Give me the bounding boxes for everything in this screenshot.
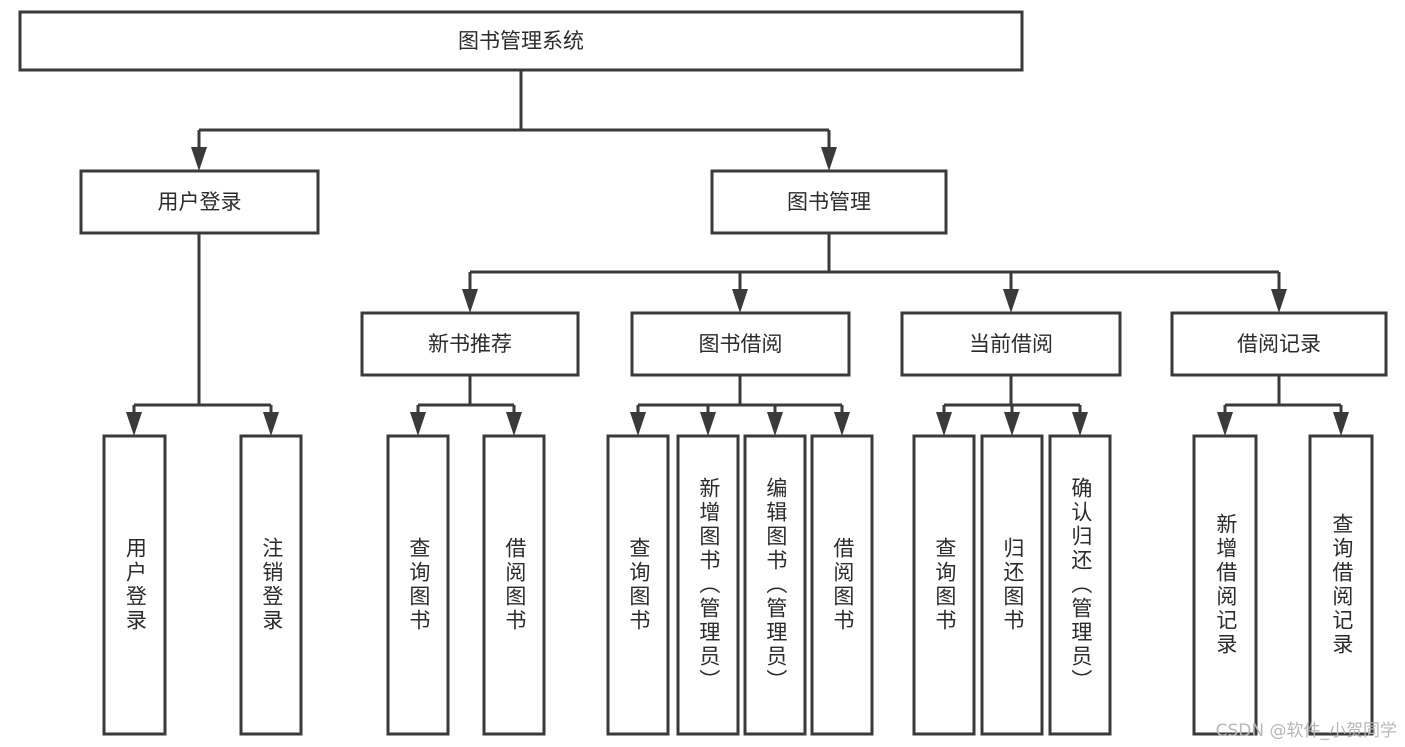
connector-root-to-level2: [191, 70, 837, 171]
node-book-borrow-label: 图书借阅: [699, 332, 783, 356]
leaf-box-borrow-book-1[interactable]: [482, 434, 546, 736]
leaf-box-confirm-return[interactable]: [1048, 434, 1112, 736]
node-user-login[interactable]: 用户登录: [79, 169, 320, 235]
node-new-book-recommend-label: 新书推荐: [428, 332, 512, 356]
leaf-box-add-record[interactable]: [1192, 434, 1258, 736]
node-user-login-label: 用户登录: [158, 190, 242, 214]
node-new-book-recommend[interactable]: 新书推荐: [360, 311, 580, 377]
connector-bookborrow-to-leaves: [630, 375, 850, 436]
leaf-box-query-book-2[interactable]: [606, 434, 670, 736]
leaf-box-logout[interactable]: [239, 434, 303, 736]
leaf-box-borrow-book-2[interactable]: [810, 434, 874, 736]
csdn-watermark: CSDN @软件_小贺同学: [1215, 721, 1397, 741]
node-current-borrow[interactable]: 当前借阅: [900, 311, 1122, 377]
leaf-box-add-book[interactable]: [676, 434, 740, 736]
node-root-label: 图书管理系统: [458, 29, 584, 53]
leaf-box-query-record[interactable]: [1308, 434, 1374, 736]
node-root[interactable]: 图书管理系统: [18, 10, 1024, 72]
node-book-borrow[interactable]: 图书借阅: [630, 311, 851, 377]
node-current-borrow-label: 当前借阅: [969, 332, 1053, 356]
node-book-manage[interactable]: 图书管理: [710, 169, 948, 235]
connector-borrowrecord-to-leaves: [1217, 375, 1349, 436]
connector-bookmanage-to-level3: [462, 233, 1287, 313]
connector-userlogin-to-leaves: [126, 233, 279, 436]
leaf-box-user-login[interactable]: [102, 434, 167, 736]
node-borrow-record[interactable]: 借阅记录: [1170, 311, 1388, 377]
connector-currentborrow-to-leaves: [936, 375, 1088, 436]
leaf-boxes: [102, 434, 1374, 736]
leaf-box-query-book-1[interactable]: [386, 434, 450, 736]
leaf-box-return-book[interactable]: [980, 434, 1044, 736]
connector-newbook-to-leaves: [410, 375, 522, 436]
node-book-manage-label: 图书管理: [787, 190, 871, 214]
node-borrow-record-label: 借阅记录: [1237, 332, 1321, 356]
leaf-box-query-book-3[interactable]: [912, 434, 976, 736]
leaf-box-edit-book[interactable]: [743, 434, 807, 736]
